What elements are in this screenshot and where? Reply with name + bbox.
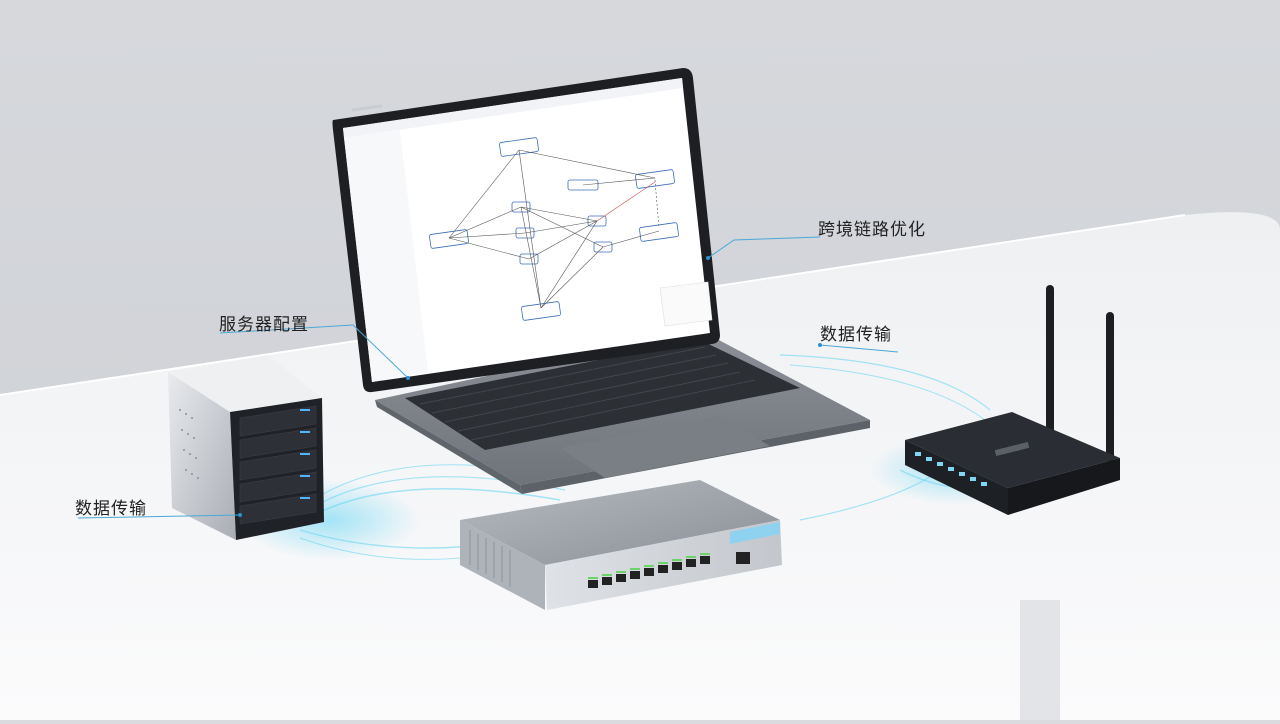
switch-ports — [588, 552, 750, 588]
router — [905, 285, 1120, 515]
callout-data-transfer-right: 数据传输 — [820, 325, 892, 345]
laptop-trackpad — [560, 416, 770, 478]
callout-data-transfer-left: 数据传输 — [75, 499, 147, 519]
server-tower — [168, 355, 324, 540]
network-switch — [460, 480, 782, 610]
screen-sidebar — [344, 130, 428, 382]
switch-top — [460, 480, 780, 565]
callout-cross-border-optimization: 跨境链路优化 — [818, 220, 926, 240]
callout-leaders — [77, 236, 899, 519]
router-antenna-left — [1046, 285, 1054, 435]
laptop — [332, 68, 870, 494]
router-antenna-right — [1106, 312, 1114, 462]
network-diagram — [429, 137, 679, 321]
table-leg — [1020, 600, 1060, 720]
callout-server-config: 服务器配置 — [219, 315, 309, 335]
laptop-keyboard — [405, 340, 800, 450]
